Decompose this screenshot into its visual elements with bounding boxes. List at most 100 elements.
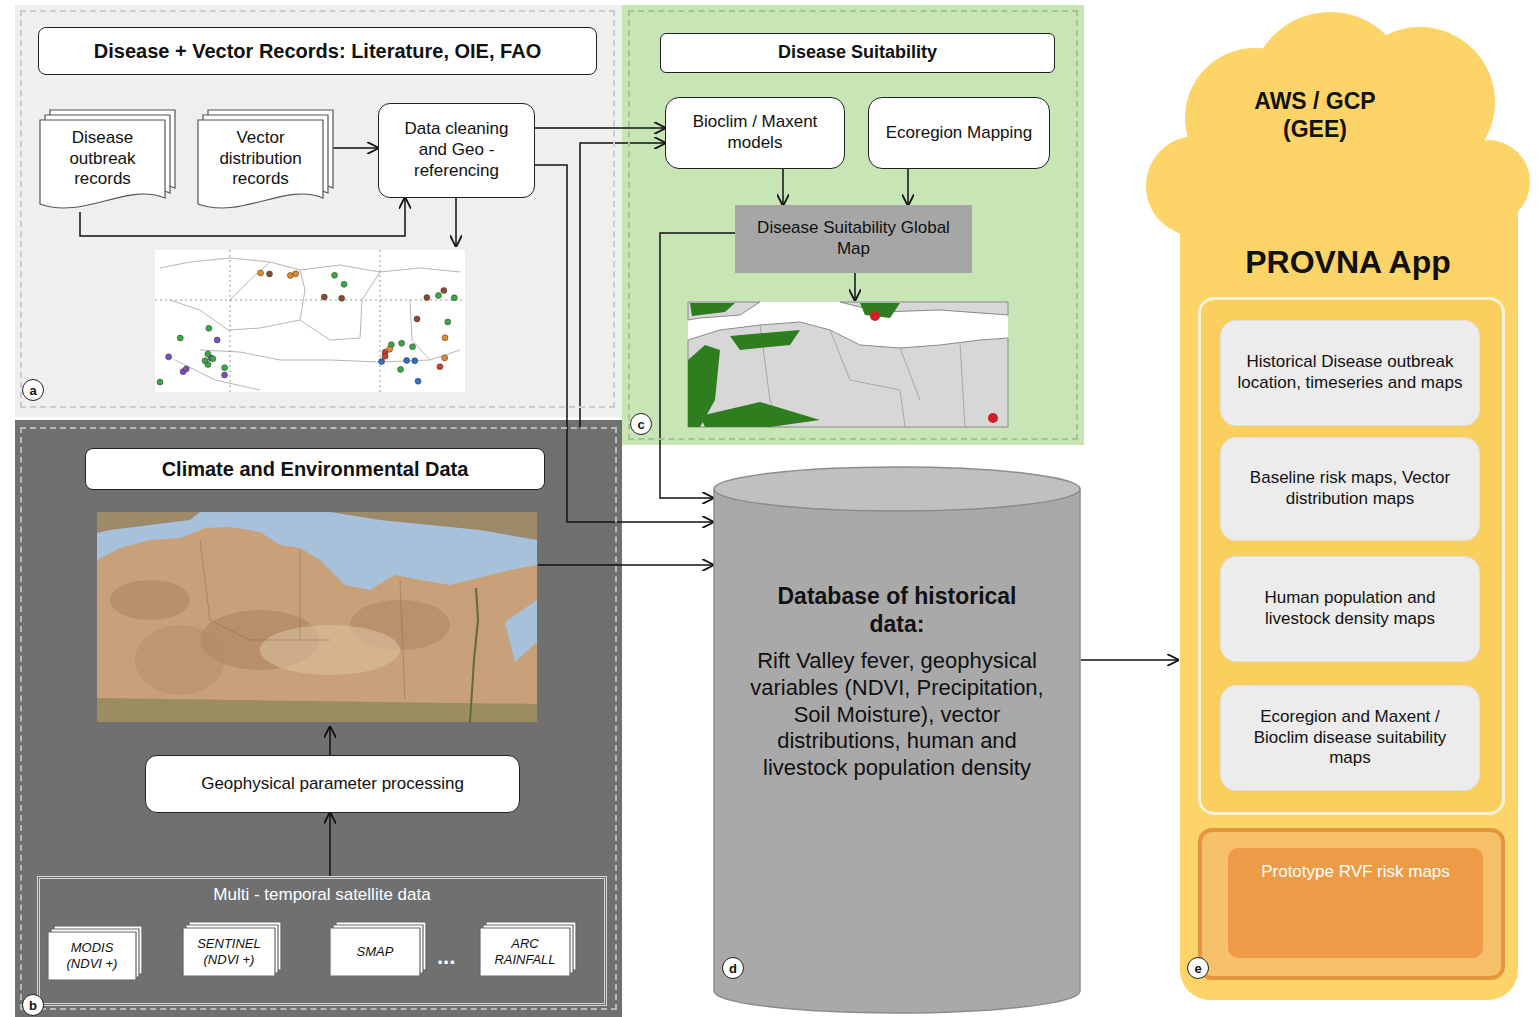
record-dot — [210, 356, 216, 362]
text-slot: AWS / GCP (GEE) — [1228, 87, 1402, 143]
process-box: Human population and livestock density m… — [1220, 556, 1480, 662]
outbreak-dot — [988, 413, 998, 423]
record-dot — [414, 316, 420, 322]
text-slot: a — [22, 379, 44, 401]
record-dot — [437, 364, 443, 370]
text-slot: PROVNA App — [1188, 243, 1508, 282]
source-label: MODIS (NDVI +) — [52, 940, 132, 972]
map-gridline — [155, 300, 465, 301]
record-dot — [379, 359, 385, 365]
record-dot — [222, 372, 228, 378]
sheet — [183, 928, 275, 976]
callout-letter: d — [729, 962, 737, 975]
country-border — [400, 580, 405, 700]
process-box: Geophysical parameter processing — [145, 755, 520, 813]
box-label: Disease + Vector Records: Literature, OI… — [49, 39, 586, 63]
box-label: Bioclim / Maxent models — [676, 112, 834, 153]
process-box: Baseline risk maps, Vector distribution … — [1220, 437, 1480, 541]
record-dot — [442, 335, 448, 341]
process-box: Historical Disease outbreak location, ti… — [1220, 320, 1480, 426]
suitable-area — [690, 303, 735, 316]
flow-arrow — [329, 813, 331, 876]
outbreak-map — [155, 250, 465, 392]
box-label: Ecoregion and Maxent / Bioclim disease s… — [1231, 707, 1469, 769]
country-border — [200, 540, 250, 640]
record-dot — [398, 366, 404, 372]
box-label: Climate and Environmental Data — [96, 457, 534, 481]
cylinder-top — [714, 467, 1080, 511]
sheet — [198, 120, 323, 208]
record-dot — [332, 272, 338, 278]
panel-ground — [15, 420, 622, 1017]
text-slot: e — [1187, 957, 1209, 979]
land — [97, 527, 537, 722]
process-box: Ecoregion and Maxent / Bioclim disease s… — [1220, 685, 1480, 791]
record-dot — [157, 379, 163, 385]
river — [470, 588, 478, 722]
picture-arrow — [854, 273, 856, 300]
cloud-shape — [1146, 12, 1530, 1000]
map-border — [200, 350, 430, 362]
country-border — [830, 330, 905, 427]
source-label: SMAP — [334, 944, 416, 960]
record-dot — [287, 272, 293, 278]
map-gridline — [380, 250, 381, 392]
box-label: Prototype RVF risk maps — [1238, 862, 1473, 883]
record-dot — [442, 355, 448, 361]
process-box: Disease Suitability — [660, 33, 1055, 73]
record-dot — [341, 281, 347, 287]
text-slot: b — [22, 994, 44, 1016]
land — [97, 512, 200, 533]
picture-arrow — [455, 198, 457, 246]
document-stack: Disease outbreak records — [40, 120, 165, 212]
land — [330, 512, 537, 540]
record-dot — [404, 357, 410, 363]
sea — [97, 512, 537, 722]
data-source-stack: ARC RAINFALL — [480, 928, 570, 976]
sheet — [330, 928, 420, 976]
map-border — [175, 360, 260, 390]
terrain-patch — [110, 580, 190, 620]
land — [688, 302, 760, 320]
box-label: Baseline risk maps, Vector distribution … — [1231, 468, 1469, 509]
record-dot — [445, 319, 451, 325]
box-label: Historical Disease outbreak location, ti… — [1231, 352, 1469, 393]
text-slot: c — [630, 413, 652, 435]
cloud-body — [1180, 150, 1518, 1000]
process-box: Ecoregion Mapping — [868, 97, 1050, 169]
suitability-map — [688, 302, 1008, 427]
record-dot — [177, 335, 183, 341]
sheet — [480, 928, 570, 976]
flow-arrow — [660, 233, 735, 498]
box-label: Data cleaning and Geo - referencing — [389, 119, 524, 181]
data-source-stack: SENTINEL (NDVI +) — [183, 928, 275, 976]
body-text: Rift Valley fever, geophysical variables… — [735, 648, 1059, 782]
map-border — [360, 272, 380, 338]
callout-letter: e — [1194, 962, 1201, 975]
map-border — [300, 270, 305, 320]
section-panel: bClimate and Environmental DataGeophysic… — [20, 427, 617, 1010]
text-slot: d — [722, 957, 744, 979]
heading-text: Multi - temporal satellite data — [40, 885, 604, 906]
map-border — [160, 258, 460, 272]
body-text: PROVNA App — [1188, 243, 1508, 282]
record-dot — [451, 295, 457, 301]
source-label: SENTINEL (NDVI +) — [187, 936, 271, 968]
terrain-patch — [260, 625, 400, 675]
process-box: Disease Suitability Global Map — [735, 205, 972, 273]
record-dot — [166, 354, 172, 360]
source-label: Disease outbreak records — [46, 128, 159, 190]
section-panel: c Disease SuitabilityBioclim / Maxent mod… — [628, 10, 1078, 440]
terrain-patch — [135, 625, 225, 695]
data-source-stack: SMAP — [330, 928, 420, 976]
flow-arrow — [617, 564, 713, 566]
heading-text: Database of historical data: — [747, 582, 1047, 638]
process-box: Climate and Environmental Data — [85, 448, 545, 490]
country-border — [900, 348, 920, 400]
cylinder-body — [714, 489, 1080, 1013]
callout-letter: a — [29, 384, 36, 397]
flow-arrow — [535, 165, 713, 522]
record-dot — [205, 351, 211, 357]
